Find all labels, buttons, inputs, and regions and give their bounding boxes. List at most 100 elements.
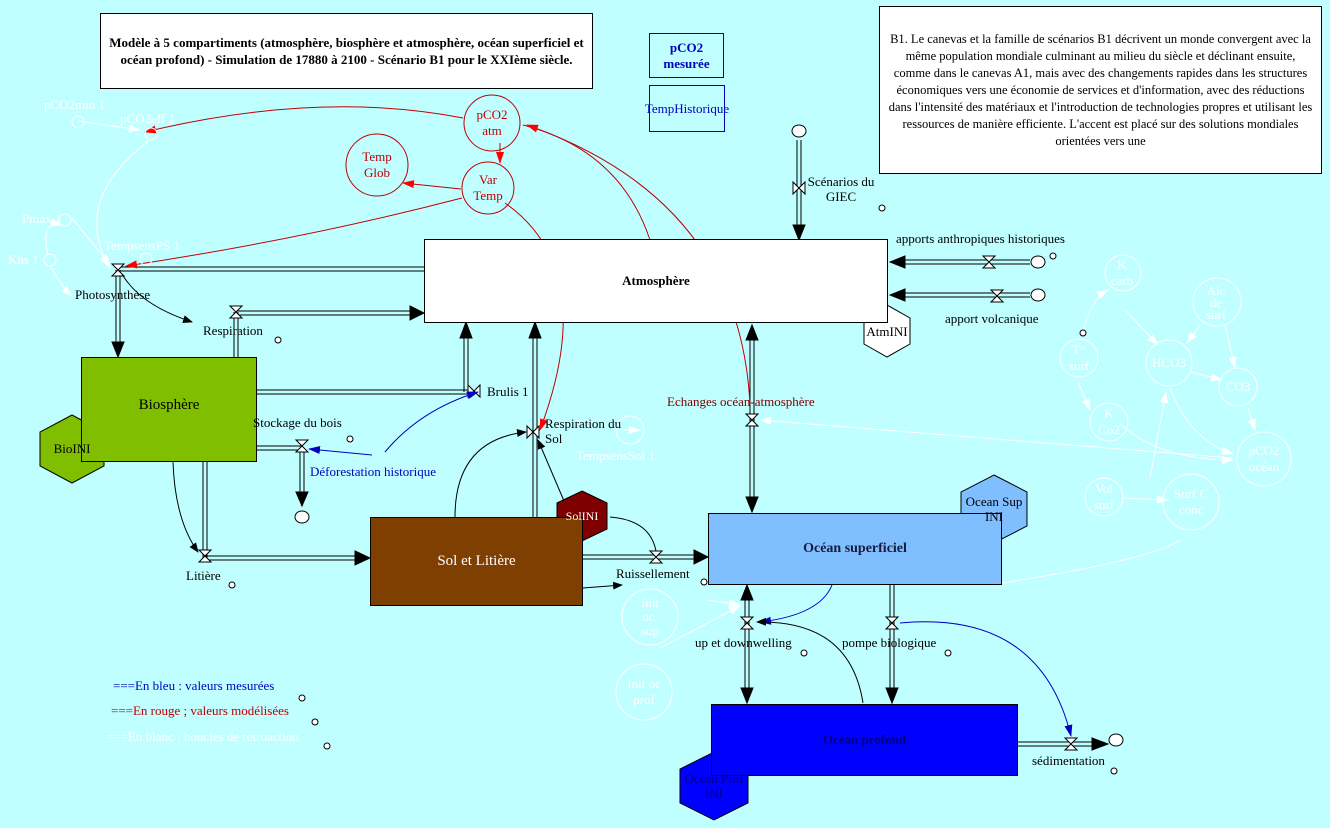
- valve-pompe: [884, 616, 900, 630]
- flow-up-downwelling-label[interactable]: up et downwelling: [695, 635, 792, 650]
- pipe-pompe-biologique: [885, 585, 899, 705]
- pipes: [111, 140, 1110, 751]
- stock-atmosphere-label: Atmosphère: [622, 273, 690, 288]
- valve-ruissellement: [648, 550, 664, 564]
- var-temp-label[interactable]: Var Temp: [473, 172, 503, 203]
- vol-surf-label[interactable]: Vol surf: [1093, 481, 1115, 512]
- cloud-icon: [1108, 733, 1124, 747]
- pipe-apports-anthropiques: [888, 255, 1030, 269]
- red-converters: [345, 94, 521, 215]
- valve-echanges: [744, 413, 760, 427]
- temp-glob-circle: [345, 133, 409, 197]
- stock-biosphere[interactable]: Biosphère: [81, 357, 257, 462]
- pco2-atm-label[interactable]: pCO2 atm: [476, 107, 508, 138]
- temp-historique-box[interactable]: TempHistorique: [645, 85, 729, 132]
- pipe-scenarios-giec: [792, 140, 806, 242]
- stock-biosphere-label: Biosphère: [138, 397, 200, 413]
- flow-respiration-label[interactable]: Respiration: [203, 323, 263, 338]
- legend-white: ===En blanc : boucles de rétroaction: [106, 729, 299, 744]
- pco2eff-label[interactable]: pCO2eff 1: [120, 111, 176, 126]
- scenario-description-box: B1. Le canevas et la famille de scénario…: [879, 6, 1322, 174]
- tempsens-sol-label[interactable]: TempsensSol 1: [576, 448, 655, 463]
- flow-sedimentation-label[interactable]: sédimentation: [1032, 753, 1105, 768]
- flow-litiere-label[interactable]: Litière: [186, 568, 221, 583]
- valve-respiration: [228, 305, 244, 319]
- white-connectors: [45, 120, 1256, 649]
- valve-updown: [739, 616, 755, 630]
- temp-glob-label[interactable]: Temp Glob: [362, 149, 392, 180]
- black-connectors: [121, 273, 864, 704]
- alc-de-surf-label[interactable]: Alc de surf: [1205, 283, 1227, 322]
- sol-ini-label[interactable]: SolINI: [565, 508, 599, 523]
- tempsens-ps-label[interactable]: TempsensPS 1: [104, 238, 181, 253]
- pco2-mesuree-box[interactable]: pCO2 mesurée: [649, 33, 724, 78]
- stock-ocean-profond-label: Océan profond: [822, 732, 907, 747]
- var-temp-circle: [461, 161, 515, 215]
- flow-brulis-label[interactable]: Brulis 1: [487, 384, 529, 399]
- k-carb-label[interactable]: K carb: [1110, 257, 1134, 288]
- title-box: Modèle à 5 compartiments (atmosphère, bi…: [100, 13, 593, 89]
- flow-photosynthese-label[interactable]: Photosynthèse: [75, 287, 151, 302]
- valve-litiere: [197, 549, 213, 563]
- cloud-icon: [294, 510, 310, 524]
- bio-ini-label[interactable]: BioINI: [53, 440, 91, 456]
- ocean-sup-ini-label[interactable]: Ocean Sup INI: [965, 494, 1023, 524]
- flow-respiration-sol-label[interactable]: Respiration du Sol: [545, 416, 622, 446]
- ocean-prof-ini-label[interactable]: Ocean Prof INI: [684, 771, 744, 801]
- valve-scenarios: [792, 180, 806, 196]
- pmax-label[interactable]: Pmax 1: [22, 211, 62, 226]
- pipe-brulis: [257, 320, 473, 395]
- valve-respiration-sol: [526, 424, 540, 440]
- clouds: [294, 124, 1124, 747]
- stock-sol-litiere[interactable]: Sol et Litière: [370, 517, 583, 606]
- scenario-description: B1. Le canevas et la famille de scénario…: [888, 31, 1313, 148]
- co3-label[interactable]: CO3: [1225, 379, 1251, 394]
- pipe-up-downwelling: [740, 583, 754, 705]
- pipe-apport-volcanique: [888, 288, 1030, 302]
- stock-atmosphere[interactable]: Atmosphère: [424, 239, 888, 323]
- valve-stockage: [294, 439, 310, 453]
- flow-scenarios-giec-label[interactable]: Scénarios du GIEC: [807, 174, 875, 204]
- temp-historique-label: TempHistorique: [644, 100, 730, 116]
- pco2-ocean-label[interactable]: pCO2 océan: [1248, 443, 1280, 474]
- white-converters: [43, 115, 1292, 721]
- hco3-label[interactable]: HCO3: [1152, 355, 1186, 370]
- flow-pompe-biologique-label[interactable]: pompe biologique: [842, 635, 937, 650]
- cloud-icon: [791, 124, 807, 138]
- pipe-respiration: [233, 305, 426, 357]
- valve-photosynthese: [110, 263, 126, 277]
- pco2-mesuree-label: pCO2 mesurée: [663, 39, 710, 71]
- cloud-icon: [1030, 255, 1046, 269]
- atm-ini-label[interactable]: AtmINI: [866, 323, 908, 339]
- pco2-atm-circle: [463, 94, 521, 152]
- cloud-icon: [1030, 288, 1046, 302]
- legend-red: ===En rouge ; valeurs modélisées: [111, 703, 289, 718]
- valves: [110, 180, 1079, 751]
- legend-blue: ===En bleu : valeurs mesurées: [113, 678, 275, 693]
- flow-ruissellement-label[interactable]: Ruissellement: [616, 566, 690, 581]
- khs-label[interactable]: Khs 1: [8, 252, 39, 267]
- flow-deforestation-label[interactable]: Déforestation historique: [310, 464, 436, 479]
- surf-c-conc-label[interactable]: Surf C conc: [1173, 486, 1209, 517]
- init-oc-sup-label[interactable]: Init oc. sup: [640, 595, 660, 638]
- valve-volcanique: [989, 289, 1005, 303]
- flow-apports-anthropiques-label[interactable]: apports anthropiques historiques: [896, 231, 1065, 246]
- stock-ocean-superficiel[interactable]: Océan superficiel: [708, 513, 1002, 585]
- stock-ocean-superficiel-label: Océan superficiel: [803, 541, 907, 556]
- t-surf-label[interactable]: T° surf: [1068, 342, 1090, 373]
- flow-echanges-label[interactable]: Echanges océan-atmosphère: [667, 394, 815, 409]
- stock-ocean-profond[interactable]: Océan profond: [711, 704, 1018, 776]
- flow-apport-volcanique-label[interactable]: apport volcanique: [945, 311, 1039, 326]
- valve-apports: [981, 255, 997, 269]
- flow-stockage-bois-label[interactable]: Stockage du bois: [253, 415, 342, 430]
- blue-connectors: [308, 391, 1073, 737]
- pipe-respiration-sol: [528, 320, 542, 517]
- pipe-photosynthese: [111, 266, 424, 359]
- pco2min-label[interactable]: pCO2min 1: [44, 97, 106, 112]
- stock-sol-litiere-label: Sol et Litière: [437, 553, 516, 569]
- k-co2-label[interactable]: K Co2: [1098, 406, 1120, 437]
- pipe-litiere: [202, 462, 372, 566]
- pipe-sedimentation: [1018, 737, 1110, 751]
- pipe-stockage-bois: [257, 445, 309, 508]
- init-oc-prof-label[interactable]: Init oc prof: [627, 676, 661, 707]
